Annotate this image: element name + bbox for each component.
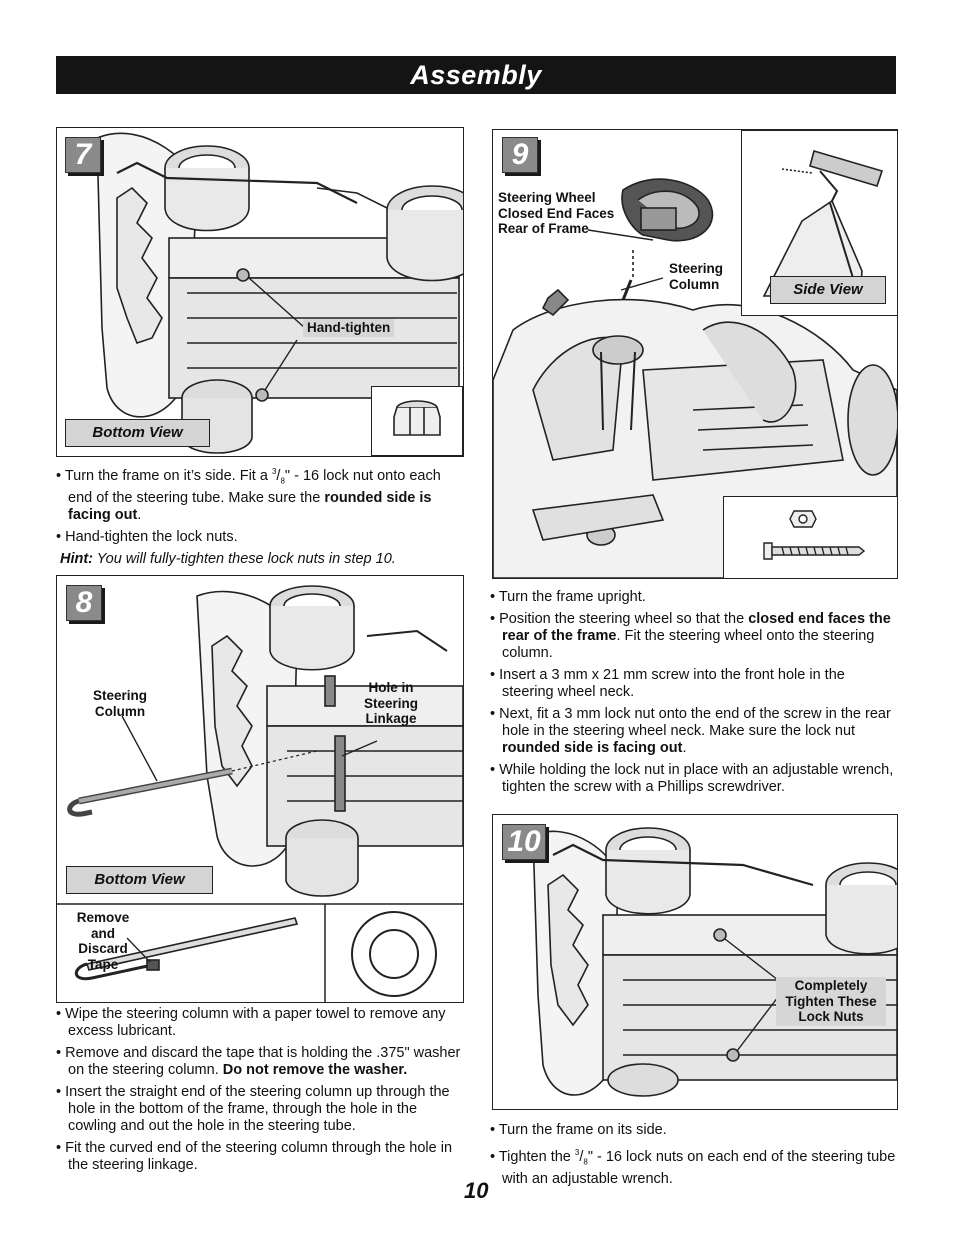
step-8-bullet-2: • Remove and discard the tape that is ho… <box>56 1045 461 1078</box>
hole-in-steering-linkage-callout: Hole in Steering Linkage <box>363 680 418 726</box>
steering-column-callout-9: Steering Column <box>669 261 724 292</box>
step-9-bullet-1: • Turn the frame upright. <box>490 589 646 605</box>
step-8-badge: 8 <box>66 585 102 621</box>
step-7-bullet-2: • Hand-tighten the lock nuts. <box>56 528 238 545</box>
step-9-bullet-5: • While holding the lock nut in place wi… <box>490 762 894 795</box>
lock-nut-inset <box>371 386 463 456</box>
frame-bottom-view-drawing <box>96 132 463 454</box>
step-8-illustration: Steering Column Hole in Steering Linkage… <box>56 575 464 1003</box>
side-view-inset: Side View <box>741 130 897 316</box>
step-8-bullet-3: • Insert the straight end of the steerin… <box>56 1084 450 1134</box>
step-9-bullet-2: • Position the steering wheel so that th… <box>490 611 891 661</box>
completely-tighten-callout: Completely Tighten These Lock Nuts <box>776 977 886 1026</box>
step-10-bullet-2: • Tighten the 3/8" - 16 lock nuts on eac… <box>490 1148 896 1187</box>
lock-nut-icon <box>393 400 441 436</box>
step-10-instructions: • Turn the frame on its side. • Tighten … <box>490 1122 900 1193</box>
step-7-bullet-1: • Turn the frame on it’s side. Fit a 3/8… <box>56 467 441 523</box>
step-9-bullet-4: • Next, fit a 3 mm lock nut onto the end… <box>490 706 891 756</box>
step-8-view-label: Bottom View <box>66 866 213 894</box>
remove-discard-tape-callout: Remove and Discard Tape <box>76 910 130 972</box>
screw-and-nut-icon <box>763 510 866 560</box>
step-10-bullet-1: • Turn the frame on its side. <box>490 1122 667 1138</box>
side-view-drawing <box>762 150 884 297</box>
step-10-badge: 10 <box>502 824 546 860</box>
step-9-badge: 9 <box>502 137 538 173</box>
step-9-bullet-3: • Insert a 3 mm x 21 mm screw into the f… <box>490 667 845 700</box>
step-8-bullet-1: • Wipe the steering column with a paper … <box>56 1006 446 1039</box>
steering-column-bottom-view-drawing <box>57 585 463 1002</box>
step-7-view-label: Bottom View <box>65 419 210 447</box>
steering-wheel-closed-end-callout: Steering Wheel Closed End Faces Rear of … <box>498 190 615 236</box>
step-9-instructions: • Turn the frame upright. • Position the… <box>490 589 900 801</box>
step-7-instructions: • Turn the frame on it’s side. Fit a 3/8… <box>56 463 464 573</box>
page-title: Assembly <box>56 56 896 94</box>
page-number: 10 <box>464 1178 489 1203</box>
step-8-bullet-4: • Fit the curved end of the steering col… <box>56 1140 453 1173</box>
step-10-illustration: Completely Tighten These Lock Nuts <box>492 814 898 1110</box>
washer-icon <box>353 912 354 913</box>
tighten-lock-nuts-drawing <box>532 827 897 1097</box>
hardware-inset <box>723 496 897 578</box>
step-8-instructions: • Wipe the steering column with a paper … <box>56 1006 464 1179</box>
steering-column-callout: Steering Column <box>92 688 147 719</box>
hand-tighten-callout: Hand-tighten <box>303 319 395 337</box>
step-7-badge: 7 <box>65 137 101 173</box>
step-7-hint: Hint: You will fully-tighten these lock … <box>60 550 396 567</box>
step-9-view-label: Side View <box>770 276 886 304</box>
step-9-illustration: Side View Steering Wheel Closed End Face… <box>492 129 898 579</box>
step-7-illustration: Hand-tighten <box>56 127 464 457</box>
